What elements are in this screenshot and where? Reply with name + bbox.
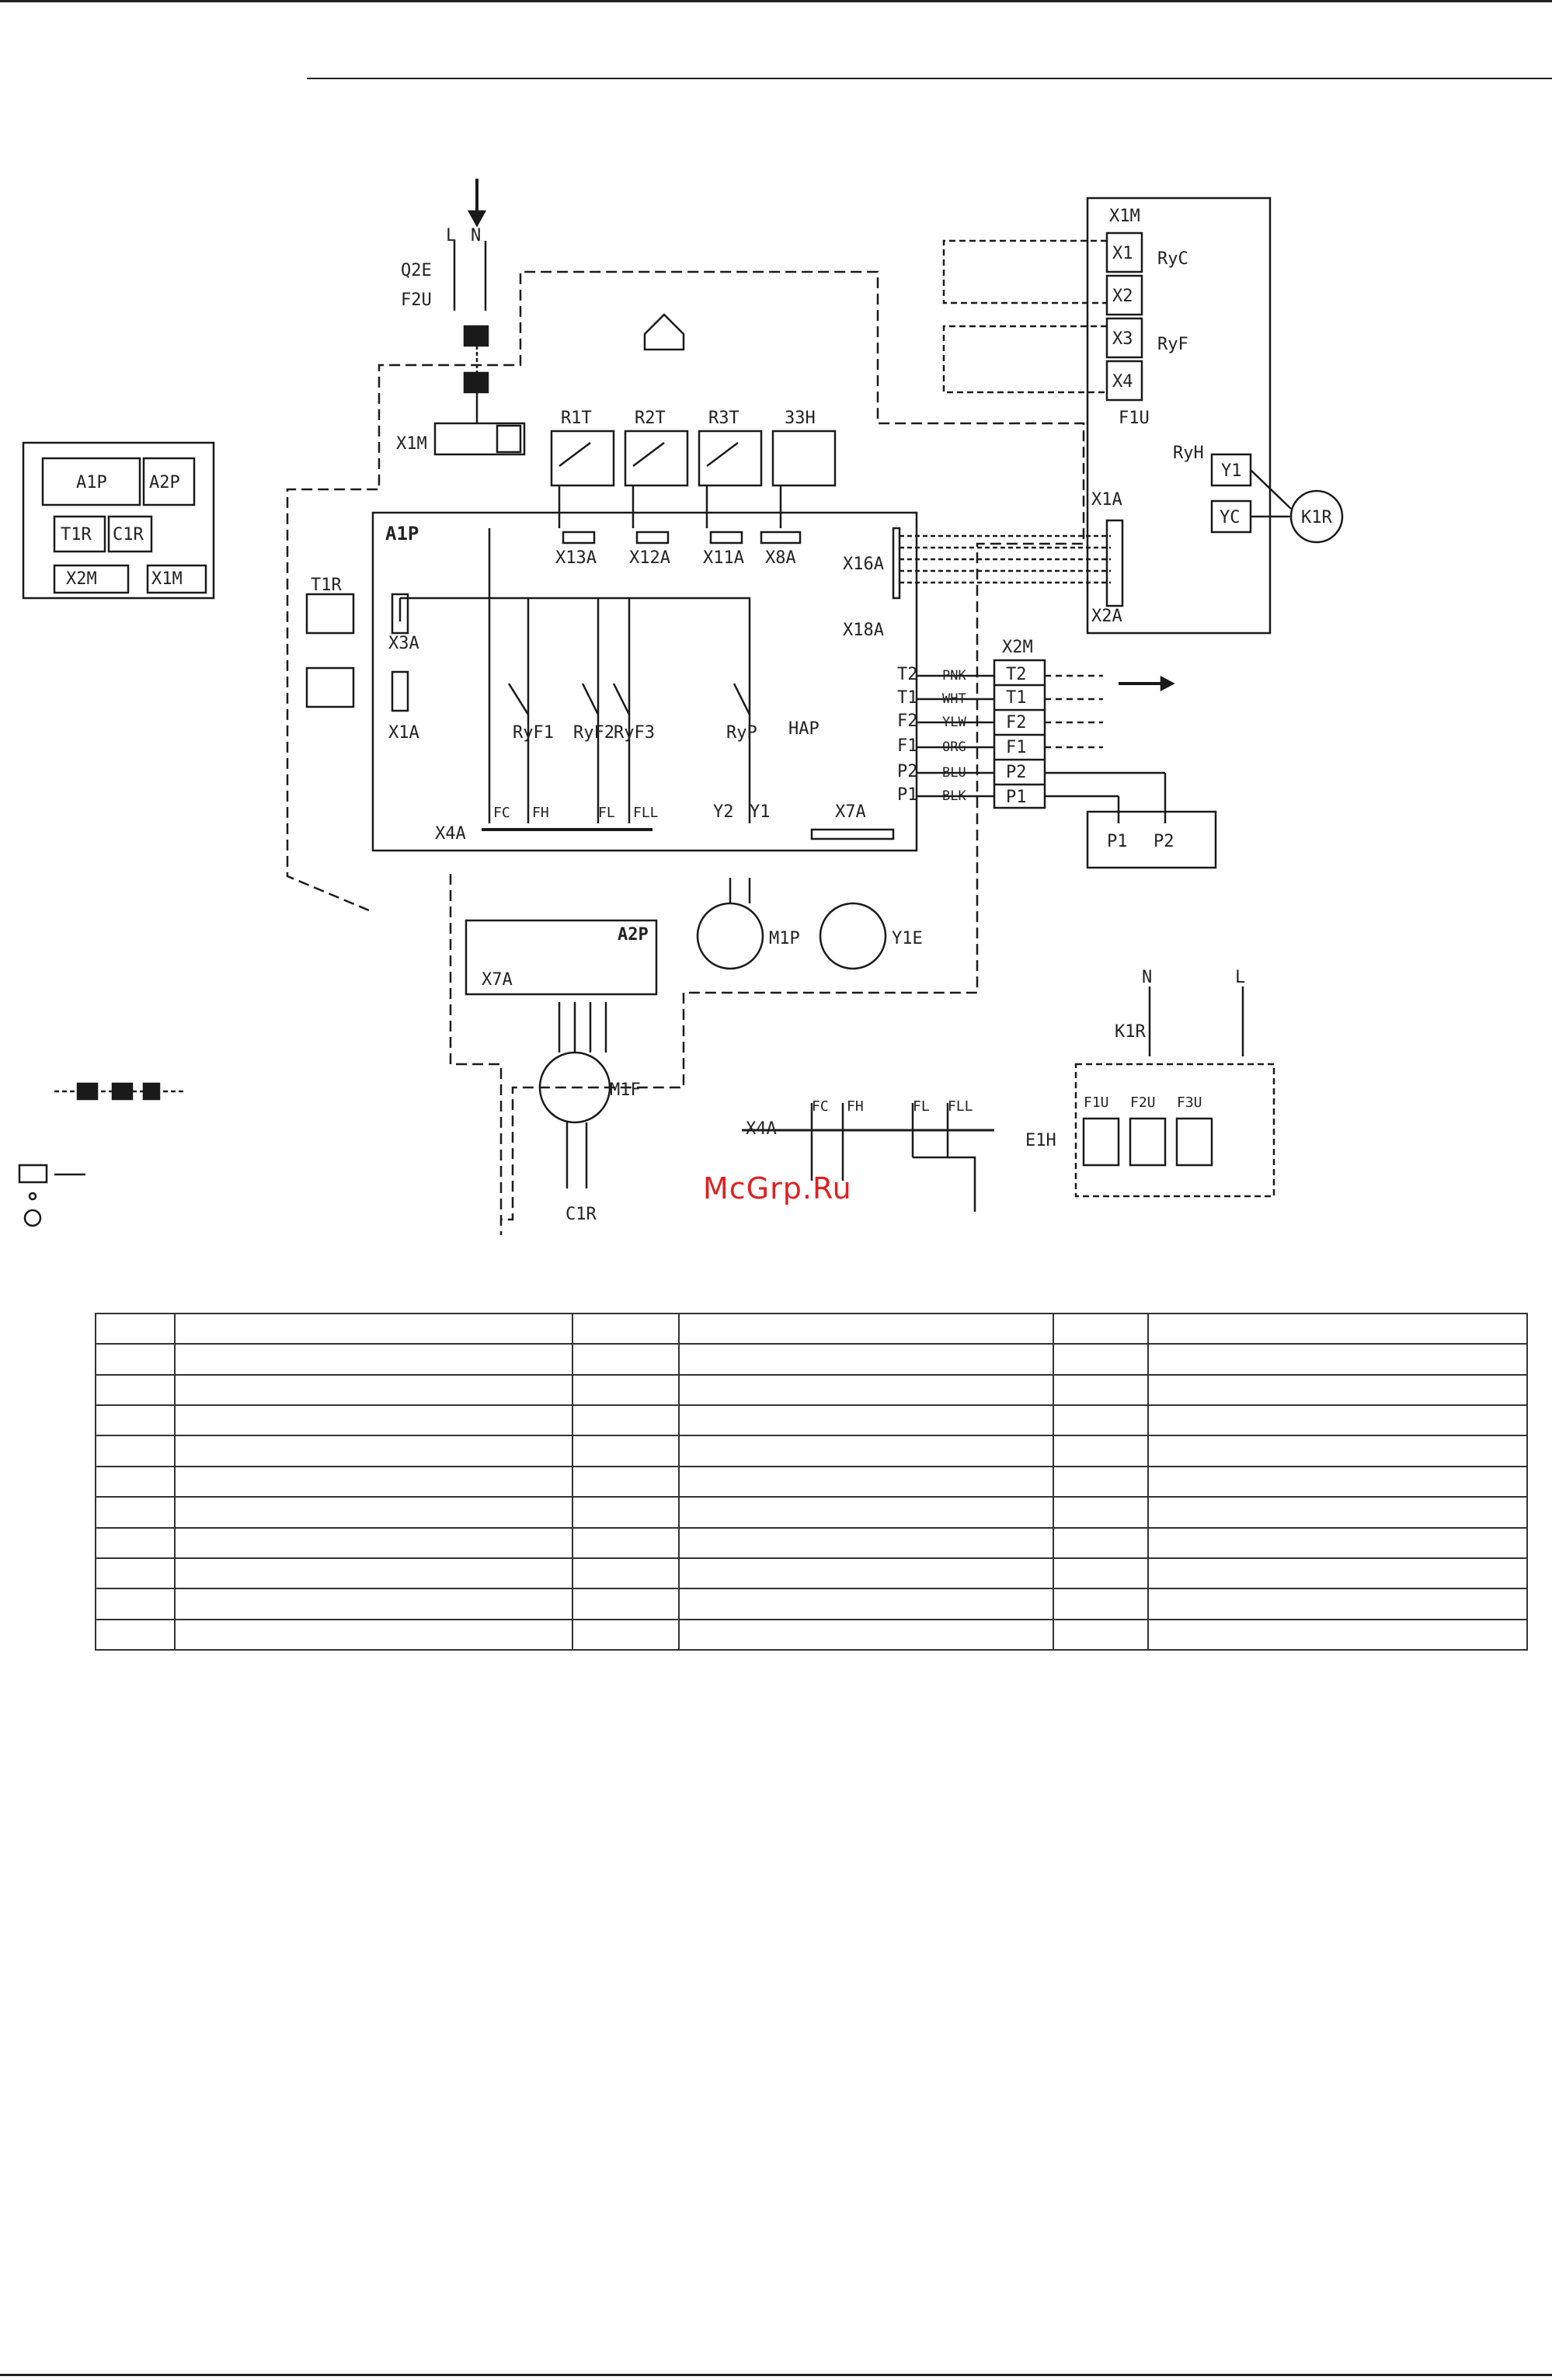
label-x4a-fll: FLL [633, 805, 659, 821]
label-x4a-inset: X4A [746, 1119, 777, 1139]
label-term-f1: F1 [1006, 738, 1027, 757]
top-rule [0, 0, 1552, 2]
label-m1p: M1P [769, 929, 800, 948]
label-x7a: X7A [835, 802, 866, 822]
label-panel-t1r: T1R [61, 525, 92, 545]
label-term-t2: T2 [1006, 665, 1027, 684]
label-e1h: E1H [1025, 1131, 1056, 1150]
label-x1a-right: X1A [1091, 490, 1122, 510]
label-x2m-f2: F2 [897, 712, 918, 731]
legend-table [95, 1312, 1528, 1651]
label-ryp: RyP [726, 723, 757, 743]
label-remote-p1: P1 [1107, 832, 1128, 851]
label-a2p: A2P [618, 925, 649, 945]
label-x1m-x3: X3 [1112, 329, 1133, 349]
label-panel-x1m: X1M [151, 569, 183, 589]
label-y2: Y2 [713, 802, 734, 822]
label-panel-x2m: X2M [66, 569, 97, 589]
label-wire-blk: BLK [942, 788, 966, 804]
label-x2a: X2A [1091, 607, 1122, 626]
label-inset-fc: FC [812, 1098, 829, 1115]
label-f1u-right: F1U [1119, 409, 1150, 428]
label-x1m: X1M [396, 434, 427, 454]
label-power-l: L [446, 226, 456, 245]
label-s3h: 33H [785, 409, 816, 428]
label-remote-p2: P2 [1154, 832, 1174, 851]
label-x2m-t1: T1 [897, 688, 918, 708]
label-x4a-fh: FH [532, 805, 549, 821]
label-panel-a1p: A1P [76, 473, 107, 492]
label-k1r: K1R [1301, 508, 1332, 527]
label-q2e: Q2E [401, 261, 432, 280]
label-x1m-x4: X4 [1112, 372, 1133, 391]
label-ryf: RyF [1157, 335, 1188, 354]
label-x1m-right: X1M [1109, 207, 1140, 226]
label-c1r: C1R [565, 1205, 597, 1224]
label-x2m-t2: T2 [897, 665, 918, 684]
wiring-diagram: L N Q2E F2U X1M A1P T1R X3A X1A X13A X12… [18, 179, 1344, 1235]
label-ryf3: RyF3 [614, 723, 655, 743]
header-rule [307, 78, 1552, 79]
label-x2m-p1: P1 [897, 785, 918, 805]
label-x8a: X8A [765, 548, 796, 568]
label-term-p1: P1 [1006, 788, 1027, 807]
label-x13a: X13A [555, 548, 597, 568]
label-hap: HAP [788, 719, 819, 739]
label-x16a: X16A [843, 555, 884, 574]
label-r1t: R1T [561, 409, 592, 428]
label-x12a: X12A [629, 548, 670, 568]
label-heater-f2u: F2U [1130, 1094, 1156, 1111]
label-ryf2: RyF2 [573, 723, 614, 743]
label-term-p2: P2 [1006, 763, 1027, 782]
label-heater-f3u: F3U [1177, 1094, 1202, 1111]
label-panel-a2p: A2P [149, 473, 180, 492]
label-x11a: X11A [703, 548, 744, 568]
label-y1: Y1 [750, 802, 771, 822]
label-heater-f1u: F1U [1084, 1094, 1109, 1111]
label-ryc: RyC [1157, 249, 1188, 269]
label-inset-fh: FH [847, 1098, 864, 1115]
label-wire-pnk: PNK [942, 668, 966, 684]
label-inset-fll: FLL [948, 1098, 973, 1115]
label-x4a: X4A [435, 824, 466, 844]
label-x4a-fc: FC [493, 805, 510, 821]
label-x3a: X3A [388, 634, 419, 653]
label-ryf1: RyF1 [513, 723, 554, 743]
label-term-f2: F2 [1006, 713, 1027, 732]
label-panel-c1r: C1R [113, 525, 144, 545]
label-yc-term: YC [1220, 508, 1241, 527]
label-wire-ylw: YLW [942, 715, 966, 730]
label-y1-term: Y1 [1221, 461, 1242, 481]
label-t1r: T1R [311, 576, 342, 595]
label-x2m-f1: F1 [897, 736, 918, 756]
label-y1e: Y1E [892, 929, 923, 948]
label-l-inset: L [1235, 968, 1245, 987]
label-wire-blu: BLU [942, 765, 966, 781]
label-inset-fl: FL [913, 1098, 930, 1115]
label-term-t1: T1 [1006, 688, 1027, 708]
label-x1a: X1A [388, 723, 419, 743]
label-wire-wht: WHT [942, 691, 966, 707]
label-r2t: R2T [635, 409, 666, 428]
label-x2m: X2M [1002, 638, 1033, 657]
label-k1r-inset: K1R [1115, 1022, 1146, 1042]
label-n-inset: N [1142, 968, 1152, 987]
label-a1p: A1P [385, 523, 419, 545]
label-ryh: RyH [1173, 444, 1204, 463]
label-x1m-x2: X2 [1112, 287, 1133, 306]
label-x18a: X18A [843, 621, 884, 640]
label-x4a-fl: FL [598, 805, 615, 821]
bottom-rule [0, 2374, 1552, 2376]
watermark: McGrp.Ru [703, 1171, 852, 1206]
label-power-n: N [471, 226, 481, 245]
label-x2m-p2: P2 [897, 762, 918, 781]
label-f2u: F2U [401, 291, 432, 310]
label-m1f: M1F [610, 1080, 641, 1100]
label-r3t: R3T [708, 409, 739, 428]
label-x7a-a2p: X7A [482, 970, 513, 990]
board-a1p [371, 511, 918, 852]
label-wire-org: ORG [942, 739, 966, 755]
label-x1m-x1: X1 [1112, 244, 1133, 263]
